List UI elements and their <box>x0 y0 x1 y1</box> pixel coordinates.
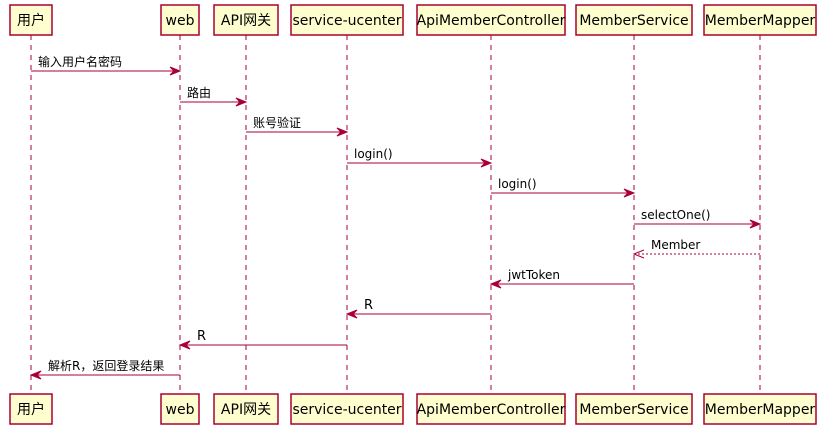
arrowhead <box>632 249 645 259</box>
message-5: login() <box>491 177 636 198</box>
participant-label: 用户 <box>17 401 45 418</box>
participant-label: ApiMemberController <box>417 13 566 29</box>
message-11: 解析R，返回登录结果 <box>29 358 180 380</box>
participant-user-top: 用户 <box>9 4 53 36</box>
participant-label: MemberService <box>579 402 688 418</box>
arrowhead <box>489 279 502 289</box>
participant-web-bottom: web <box>160 393 200 425</box>
participant-label: service-ucenter <box>292 13 401 29</box>
message-9: R <box>345 298 491 319</box>
message-label: selectOne() <box>641 208 710 222</box>
participant-user-bottom: 用户 <box>9 393 53 425</box>
participant-boxes: 用户用户webwebAPI网关API网关service-ucenterservi… <box>9 4 817 425</box>
message-label: 解析R，返回登录结果 <box>48 358 164 373</box>
participant-controller-bottom: ApiMemberController <box>416 393 566 425</box>
participant-gateway-bottom: API网关 <box>213 393 279 425</box>
message-label: 账号验证 <box>253 115 301 130</box>
participant-label: API网关 <box>221 13 271 29</box>
message-4: login() <box>347 147 493 168</box>
participant-web-top: web <box>160 4 200 36</box>
message-label: R <box>364 298 373 313</box>
message-10: R <box>178 329 347 350</box>
participant-label: web <box>166 13 195 29</box>
arrowhead <box>749 219 762 229</box>
message-label: login() <box>498 177 537 191</box>
participant-label: API网关 <box>221 402 271 418</box>
message-6: selectOne() <box>634 208 762 229</box>
participant-gateway-top: API网关 <box>213 4 279 36</box>
message-2: 路由 <box>180 85 248 107</box>
participant-label: MemberService <box>579 13 688 29</box>
arrowhead <box>623 188 636 198</box>
message-label: Member <box>651 238 700 252</box>
message-label: 路由 <box>187 85 211 100</box>
message-7: Member <box>632 238 760 259</box>
arrowhead <box>178 340 191 350</box>
arrowhead <box>480 158 493 168</box>
arrowhead <box>169 66 182 76</box>
participant-ucenter-top: service-ucenter <box>290 4 404 36</box>
participant-label: 用户 <box>17 12 45 29</box>
participant-label: service-ucenter <box>292 402 401 418</box>
message-label: 输入用户名密码 <box>38 54 122 69</box>
arrowhead <box>29 370 42 380</box>
participant-mapper-top: MemberMapper <box>703 4 817 36</box>
message-label: login() <box>354 147 393 161</box>
arrowhead <box>235 97 248 107</box>
participant-service-bottom: MemberService <box>575 393 693 425</box>
arrowhead <box>345 309 358 319</box>
message-1: 输入用户名密码 <box>31 54 182 76</box>
arrowhead <box>336 127 349 137</box>
participant-service-top: MemberService <box>575 4 693 36</box>
participant-label: ApiMemberController <box>417 402 566 418</box>
participant-label: MemberMapper <box>705 13 816 29</box>
message-3: 账号验证 <box>246 115 349 137</box>
participant-mapper-bottom: MemberMapper <box>703 393 817 425</box>
message-label: jwtToken <box>507 268 560 282</box>
participant-ucenter-bottom: service-ucenter <box>290 393 404 425</box>
participant-controller-top: ApiMemberController <box>416 4 566 36</box>
participant-label: web <box>166 402 195 418</box>
message-label: R <box>197 329 206 344</box>
message-8: jwtToken <box>489 268 634 289</box>
participant-label: MemberMapper <box>705 402 816 418</box>
